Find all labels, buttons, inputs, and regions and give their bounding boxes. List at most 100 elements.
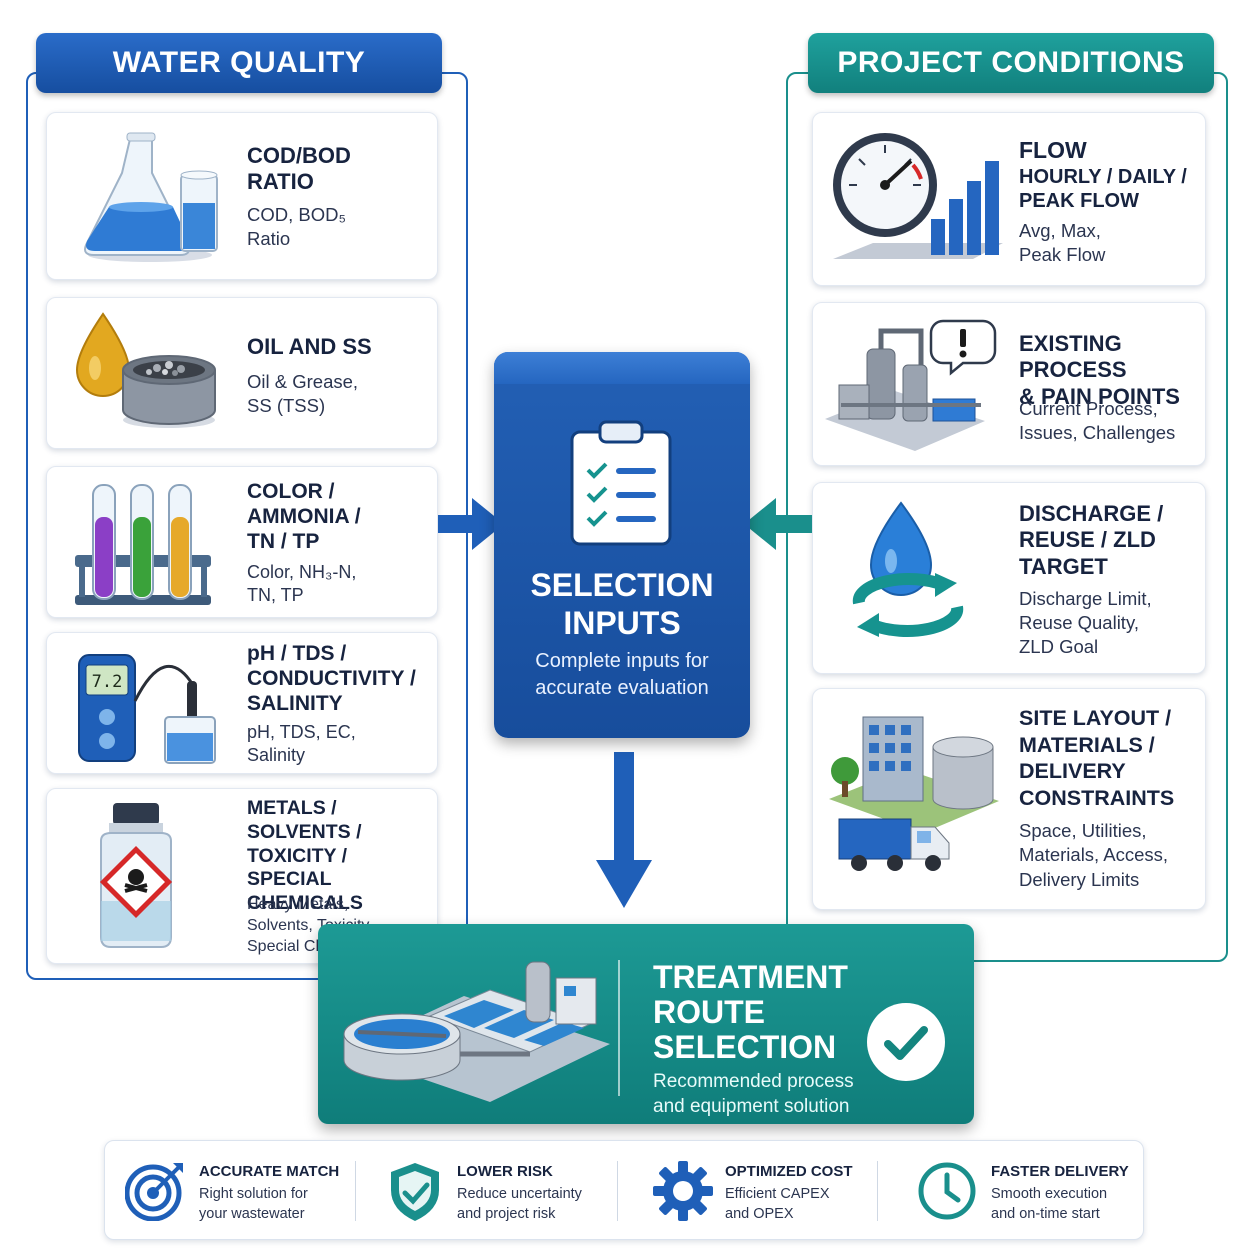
water-cycle-icon bbox=[852, 501, 964, 637]
wq-card-cod-bod: COD/BOD RATIO COD, BOD₅ Ratio bbox=[46, 112, 438, 280]
gear-icon bbox=[653, 1161, 713, 1221]
ph-meter-icon: 7.2 bbox=[78, 654, 216, 764]
wq-card-title-line: SOLVENTS / bbox=[247, 820, 362, 843]
benefit-detail-line: Reduce uncertainty bbox=[457, 1186, 582, 1202]
target-icon bbox=[125, 1163, 183, 1221]
wq-card-oil-ss: OIL AND SS Oil & Grease, SS (TSS) bbox=[46, 297, 438, 449]
oil-drop-icon bbox=[75, 312, 216, 428]
route-subtitle-line: and equipment solution bbox=[653, 1095, 850, 1117]
pc-card-title-line: PEAK FLOW bbox=[1019, 189, 1139, 212]
arrow-down-icon bbox=[596, 752, 652, 908]
selection-inputs-box: SELECTION INPUTS Complete inputs for acc… bbox=[494, 352, 750, 738]
pc-card-title-line: HOURLY / DAILY / bbox=[1019, 165, 1187, 188]
pc-card-title-line: FLOW bbox=[1019, 137, 1087, 163]
center-title-line: SELECTION bbox=[530, 567, 714, 603]
route-title-line: SELECTION bbox=[653, 1029, 837, 1066]
pc-card-detail-line: Issues, Challenges bbox=[1019, 422, 1176, 444]
benefits-bar: ACCURATE MATCH Right solution for your w… bbox=[104, 1140, 1144, 1240]
route-title-line: TREATMENT bbox=[653, 959, 848, 995]
benefit-separator bbox=[877, 1161, 878, 1221]
wq-card-title-line: TOXICITY / bbox=[247, 844, 348, 867]
wq-card-color-ammonia: COLOR / AMMONIA / TN / TP Color, NH₃-N, … bbox=[46, 466, 438, 618]
shield-check-icon bbox=[391, 1163, 439, 1221]
wq-card-title-line: TN / TP bbox=[247, 530, 320, 554]
benefit-title: OPTIMIZED COST bbox=[725, 1163, 853, 1180]
benefit-detail-line: and on-time start bbox=[991, 1205, 1100, 1222]
benefit-detail-line: and OPEX bbox=[725, 1205, 794, 1222]
wq-card-title-line: METALS / bbox=[247, 797, 337, 819]
benefit-separator bbox=[355, 1161, 356, 1221]
benefit-detail-line: Smooth execution bbox=[991, 1186, 1108, 1202]
wq-card-ph-tds: 7.2 pH / TDS / CONDUCTIVITY / SALINITY p… bbox=[46, 632, 438, 774]
pc-card-detail-line: Peak Flow bbox=[1019, 244, 1106, 266]
wq-card-title-line: pH / TDS / bbox=[247, 642, 347, 665]
pc-card-title-line: SITE LAYOUT / bbox=[1019, 706, 1172, 730]
wq-card-detail-line: COD, BOD₅ bbox=[247, 204, 346, 225]
benefit-optimized-cost: OPTIMIZED COST Efficient CAPEX and OPEX bbox=[653, 1141, 883, 1241]
pc-card-detail-line: ZLD Goal bbox=[1019, 636, 1099, 658]
wq-card-title-line: SALINITY bbox=[247, 692, 343, 716]
pc-card-detail-line: Materials, Access, bbox=[1019, 844, 1169, 866]
test-tubes-icon bbox=[75, 484, 211, 605]
plant-alert-icon bbox=[825, 319, 997, 451]
pc-card-title-line: DISCHARGE / bbox=[1019, 501, 1164, 526]
pc-card-title-line: MATERIALS / bbox=[1019, 732, 1155, 757]
wq-card-detail-line: Ratio bbox=[247, 228, 291, 250]
route-divider bbox=[618, 960, 620, 1096]
wq-card-detail-line: Color, NH₃-N, bbox=[247, 562, 357, 582]
center-subtitle-line: Complete inputs for bbox=[535, 650, 709, 672]
route-title-line: ROUTE bbox=[653, 994, 765, 1031]
wq-card-title-line: COD/BOD bbox=[247, 143, 351, 168]
pc-card-site-layout: SITE LAYOUT / MATERIALS / DELIVERY CONST… bbox=[812, 688, 1206, 910]
pc-card-detail-line: Space, Utilities, bbox=[1019, 820, 1147, 841]
site-truck-icon bbox=[829, 716, 999, 871]
treatment-plant-icon bbox=[343, 961, 610, 1102]
benefit-detail-line: and project risk bbox=[457, 1205, 556, 1222]
clock-icon bbox=[918, 1162, 976, 1220]
wq-card-detail-line: pH, TDS, EC, bbox=[247, 722, 356, 742]
wq-card-title-line: COLOR / bbox=[247, 480, 335, 503]
pc-card-detail-line: Avg, Max, bbox=[1019, 220, 1101, 241]
arrow-left-icon bbox=[744, 498, 812, 550]
treatment-route-box: TREATMENT ROUTE SELECTION Recommended pr… bbox=[318, 924, 974, 1124]
check-circle-icon bbox=[867, 1003, 945, 1081]
benefit-detail-line: your wastewater bbox=[199, 1205, 305, 1222]
benefit-detail-line: Efficient CAPEX bbox=[725, 1186, 830, 1202]
benefit-title: FASTER DELIVERY bbox=[991, 1163, 1129, 1180]
center-title-line: INPUTS bbox=[563, 605, 681, 642]
wq-card-detail-line: Oil & Grease, bbox=[247, 371, 359, 392]
pc-card-existing-process: EXISTING PROCESS & PAIN POINTS Current P… bbox=[812, 302, 1206, 466]
benefit-faster-delivery: FASTER DELIVERY Smooth execution and on-… bbox=[917, 1141, 1137, 1241]
box-top-face bbox=[494, 352, 750, 384]
lab-flask-icon bbox=[84, 132, 218, 262]
route-subtitle-line: Recommended process bbox=[653, 1071, 854, 1092]
pc-card-title-line: REUSE / ZLD bbox=[1019, 527, 1156, 553]
wq-card-detail-line: TN, TP bbox=[247, 585, 304, 606]
project-conditions-title: PROJECT CONDITIONS bbox=[808, 33, 1214, 93]
benefit-lower-risk: LOWER RISK Reduce uncertainty and projec… bbox=[387, 1141, 617, 1241]
pc-card-title-line: EXISTING PROCESS bbox=[1019, 331, 1127, 383]
benefit-title: ACCURATE MATCH bbox=[199, 1163, 340, 1180]
flow-gauge-icon bbox=[833, 133, 1003, 259]
wq-card-title-line: SPECIAL CHEMICALS bbox=[247, 868, 363, 915]
pc-card-detail-line: Reuse Quality, bbox=[1019, 612, 1139, 634]
center-subtitle-line: accurate evaluation bbox=[535, 677, 709, 699]
clipboard-checklist-icon bbox=[570, 420, 672, 546]
pc-card-detail-line: Discharge Limit, bbox=[1019, 588, 1152, 609]
wq-card-detail-line: Heavy Metals, bbox=[247, 896, 349, 913]
pc-card-detail-line: Current Process, bbox=[1019, 398, 1158, 419]
pc-card-title-line: CONSTRAINTS bbox=[1019, 785, 1175, 810]
benefit-separator bbox=[617, 1161, 618, 1221]
wq-card-title-line: OIL AND SS bbox=[247, 334, 372, 359]
pc-card-detail-line: Delivery Limits bbox=[1019, 868, 1140, 890]
meter-reading: 7.2 bbox=[92, 672, 123, 692]
benefit-accurate-match: ACCURATE MATCH Right solution for your w… bbox=[125, 1141, 361, 1241]
pc-card-flow: FLOW HOURLY / DAILY / PEAK FLOW Avg, Max… bbox=[812, 112, 1206, 286]
pc-card-title-line: & PAIN POINTS bbox=[1019, 383, 1180, 409]
pc-card-discharge: DISCHARGE / REUSE / ZLD TARGET Discharge… bbox=[812, 482, 1206, 674]
benefit-title: LOWER RISK bbox=[457, 1163, 553, 1180]
arrow-right-icon bbox=[438, 498, 504, 550]
wq-card-title-line: RATIO bbox=[247, 169, 314, 195]
wq-card-title-line: CONDUCTIVITY / bbox=[247, 667, 416, 691]
benefit-detail-line: Right solution for bbox=[199, 1186, 308, 1202]
